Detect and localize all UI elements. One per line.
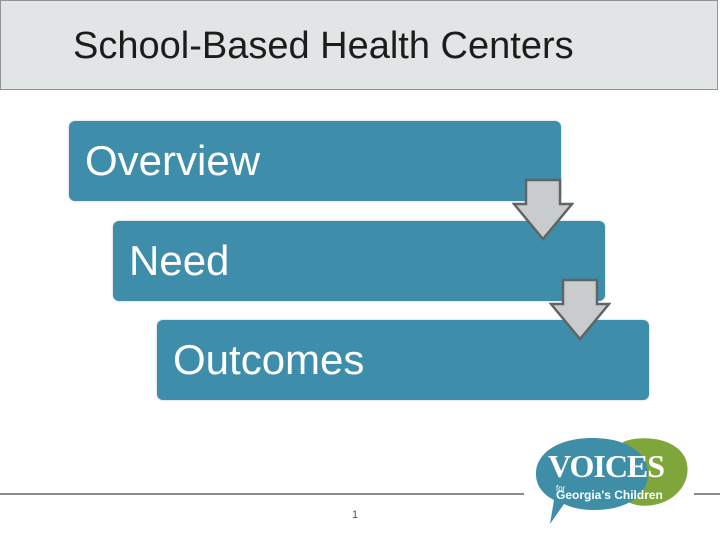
step-label: Outcomes [173, 336, 365, 383]
title-bar: School-Based Health Centers [0, 0, 718, 90]
step-label: Need [129, 237, 230, 284]
down-arrow-icon [549, 278, 611, 341]
page-title: School-Based Health Centers [73, 25, 574, 67]
footer-rule [694, 493, 720, 495]
voices-logo: VOICES for Georgia's Children [528, 430, 692, 530]
page-number: 1 [352, 509, 359, 521]
logo-subtitle: Georgia's Children [556, 488, 663, 502]
step-label: Overview [85, 137, 261, 184]
footer-rule [0, 493, 524, 495]
step-box-overview: Overview [69, 121, 561, 201]
down-arrow-icon [512, 178, 574, 241]
logo-wordmark: VOICES [548, 448, 665, 484]
logo-for: for [556, 484, 566, 493]
speech-bubbles-icon [536, 438, 688, 524]
step-box-outcomes: Outcomes [157, 320, 649, 400]
step-box-need: Need [113, 221, 605, 301]
